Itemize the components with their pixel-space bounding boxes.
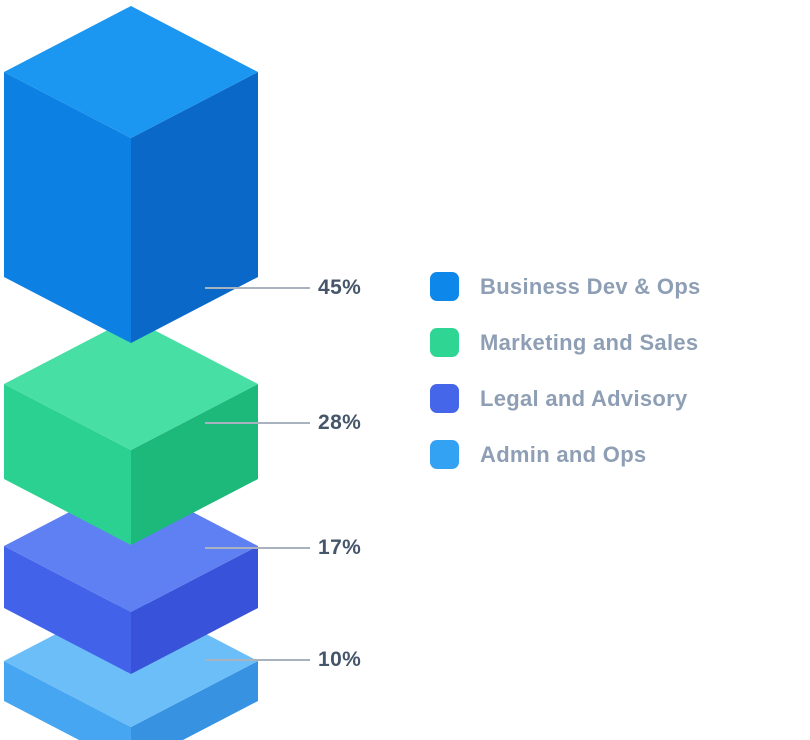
box-right-face-0 bbox=[131, 72, 258, 343]
legend-swatch-marketing-sales-icon bbox=[430, 328, 459, 357]
legend: Business Dev & Ops Marketing and Sales L… bbox=[430, 272, 701, 469]
legend-swatch-admin-ops-icon bbox=[430, 440, 459, 469]
pct-label-business-dev: 45% bbox=[318, 276, 362, 299]
legend-item-business-dev: Business Dev & Ops bbox=[430, 272, 701, 301]
box-right-face-3 bbox=[131, 661, 258, 740]
box-top-face-1 bbox=[4, 318, 258, 450]
legend-item-marketing-sales: Marketing and Sales bbox=[430, 328, 701, 357]
legend-label-admin-ops: Admin and Ops bbox=[480, 441, 647, 467]
box-left-face-0 bbox=[4, 72, 131, 343]
box-top-face-0 bbox=[4, 6, 258, 138]
legend-label-business-dev: Business Dev & Ops bbox=[480, 273, 701, 299]
legend-label-marketing-sales: Marketing and Sales bbox=[480, 329, 699, 355]
legend-item-legal-advisory: Legal and Advisory bbox=[430, 384, 701, 413]
legend-item-admin-ops: Admin and Ops bbox=[430, 440, 701, 469]
box-left-face-3 bbox=[4, 661, 131, 740]
legend-swatch-legal-advisory-icon bbox=[430, 384, 459, 413]
box-left-face-2 bbox=[4, 546, 131, 674]
box-right-face-1 bbox=[131, 384, 258, 545]
legend-label-legal-advisory: Legal and Advisory bbox=[480, 385, 688, 411]
pct-label-admin-ops: 10% bbox=[318, 648, 362, 671]
box-left-face-1 bbox=[4, 384, 131, 545]
box-right-face-2 bbox=[131, 546, 258, 674]
pct-label-legal-advisory: 17% bbox=[318, 536, 362, 559]
pct-label-marketing-sales: 28% bbox=[318, 411, 362, 434]
legend-swatch-business-dev-icon bbox=[430, 272, 459, 301]
box-top-face-2 bbox=[4, 480, 258, 612]
